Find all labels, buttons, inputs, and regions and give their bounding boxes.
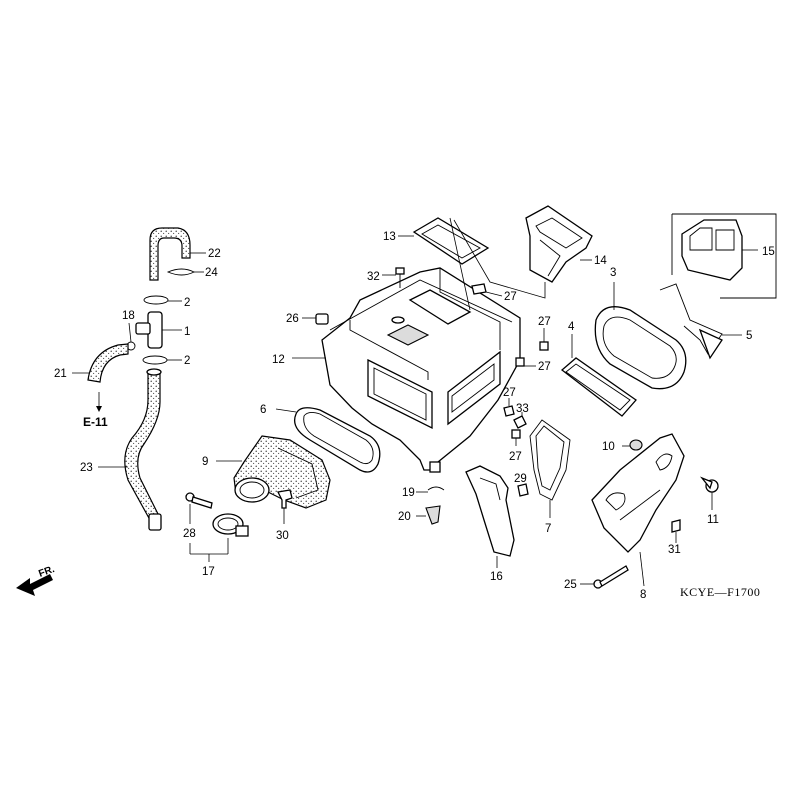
drain-hose-23 xyxy=(98,368,162,531)
drain-plug-20 xyxy=(416,505,441,525)
bolt-25 xyxy=(580,565,629,589)
reference-e11: E-11 xyxy=(83,415,108,429)
callout-15: 15 xyxy=(762,246,775,258)
callout-24: 24 xyxy=(205,267,218,279)
callout-8: 8 xyxy=(640,589,646,601)
callout-19: 19 xyxy=(402,487,415,499)
callout-22: 22 xyxy=(208,248,221,260)
callout-27-top: 27 xyxy=(504,291,517,303)
callout-5: 5 xyxy=(746,330,752,342)
callout-32: 32 xyxy=(367,271,380,283)
grommet-10 xyxy=(622,439,643,451)
callout-7: 7 xyxy=(545,523,551,535)
breather-hose-21 xyxy=(72,343,129,412)
callout-27-mid: 27 xyxy=(503,387,516,399)
grommet-26 xyxy=(302,313,329,325)
nut-27-mid xyxy=(503,398,515,417)
callout-3: 3 xyxy=(610,267,616,279)
collar-31 xyxy=(671,519,681,543)
callout-11: 11 xyxy=(707,514,719,526)
nut-27-right-b xyxy=(515,357,536,367)
duct-13 xyxy=(398,217,490,311)
duct-16 xyxy=(465,465,515,568)
duct-14 xyxy=(453,205,593,299)
connecting-tube-9 xyxy=(216,435,331,509)
callout-bracket-17 xyxy=(189,538,229,562)
callout-27-low: 27 xyxy=(509,451,522,463)
drawing-code: KCYE—F1700 xyxy=(680,585,760,599)
air-cleaner-case-12 xyxy=(292,267,521,473)
callout-30: 30 xyxy=(276,530,289,542)
callout-23: 23 xyxy=(80,462,93,474)
callout-9: 9 xyxy=(202,456,208,468)
band-17 xyxy=(212,513,249,537)
screw-29 xyxy=(517,483,529,497)
bolt-28 xyxy=(185,492,213,524)
screw-33 xyxy=(513,412,527,429)
callout-28: 28 xyxy=(183,528,196,540)
clip-2-lower xyxy=(142,355,182,365)
bolt-32 xyxy=(382,267,405,288)
direction-label: FR. xyxy=(37,564,56,580)
callout-16: 16 xyxy=(490,571,503,583)
clip-19 xyxy=(416,486,445,493)
callout-2-upper: 2 xyxy=(184,297,190,309)
clip-24 xyxy=(166,268,204,276)
gasket-6 xyxy=(275,407,381,473)
callout-2-lower: 2 xyxy=(184,355,190,367)
cover-15-inset-box xyxy=(671,213,777,299)
callout-31: 31 xyxy=(668,544,681,556)
joint-tube-1 xyxy=(135,311,182,349)
clip-2-upper xyxy=(143,295,182,305)
bracket-5 xyxy=(659,283,742,360)
callout-25: 25 xyxy=(564,579,577,591)
breather-hose-22 xyxy=(149,227,206,281)
screw-11 xyxy=(699,476,719,510)
callout-17: 17 xyxy=(202,566,215,578)
seal-7 xyxy=(529,419,571,518)
callout-4: 4 xyxy=(568,321,575,333)
front-direction-arrow: FR. xyxy=(16,564,56,596)
callout-27-right-a: 27 xyxy=(538,316,551,328)
callout-29: 29 xyxy=(514,473,527,485)
air-filter-3 xyxy=(594,282,687,390)
callout-14: 14 xyxy=(594,255,607,267)
callout-12: 12 xyxy=(272,354,285,366)
nut-27-right-a xyxy=(539,328,549,351)
side-cover-8 xyxy=(591,433,685,587)
callout-21: 21 xyxy=(54,368,67,380)
callout-13: 13 xyxy=(383,231,396,243)
nut-27-top xyxy=(471,283,503,297)
callout-6: 6 xyxy=(260,404,266,416)
callout-10: 10 xyxy=(602,441,615,453)
filter-element-4 xyxy=(560,334,637,417)
callout-1: 1 xyxy=(184,326,190,338)
callout-27-right-b: 27 xyxy=(538,361,551,373)
callout-26: 26 xyxy=(286,313,299,325)
screw-30 xyxy=(277,489,293,524)
callout-20: 20 xyxy=(398,511,411,523)
callout-33: 33 xyxy=(516,403,529,415)
nut-27-low xyxy=(511,429,521,446)
callout-18: 18 xyxy=(122,310,135,322)
